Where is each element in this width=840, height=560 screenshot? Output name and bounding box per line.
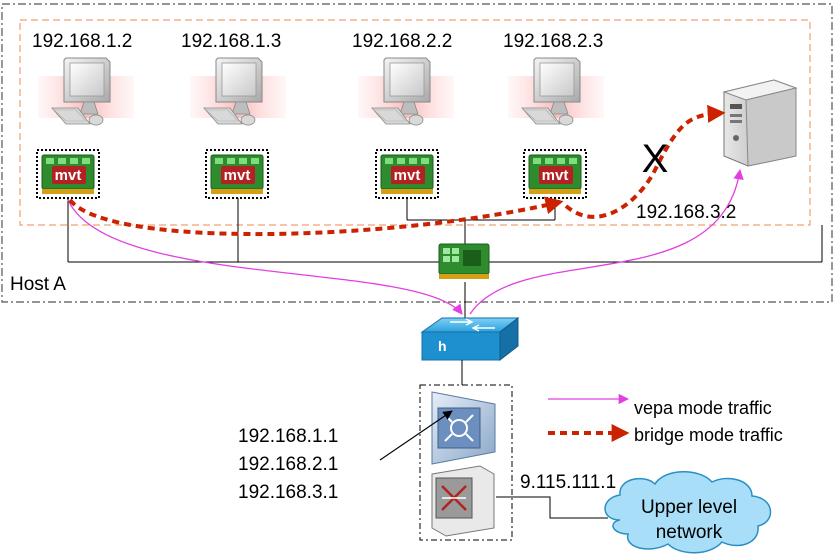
vm-ip-4: 192.168.2.3	[503, 31, 603, 52]
router-ip-1: 192.168.1.1	[238, 426, 338, 447]
blocked-mark: X	[642, 137, 669, 181]
nic-label: mvt	[55, 167, 82, 184]
computer-icon	[357, 57, 455, 126]
upper-network-cloud: Upper level network	[604, 471, 772, 554]
server-ip: 192.168.3.2	[636, 202, 736, 223]
uplink-ip: 9.115.111.1	[520, 472, 616, 493]
computer-icon	[507, 57, 605, 126]
computer-icon	[189, 57, 287, 126]
vepa-traffic-path-out	[67, 199, 463, 315]
switch-label: h	[438, 338, 447, 354]
router-group	[419, 384, 513, 541]
vm-ip-2: 192.168.1.3	[181, 31, 281, 52]
nic-label: mvt	[224, 167, 251, 184]
vm-nic-3: mvt	[375, 149, 439, 199]
nic-label: mvt	[542, 167, 569, 184]
legend: vepa mode traffic bridge mode traffic	[548, 393, 783, 445]
nic-label: mvt	[394, 167, 421, 184]
legend-bridge-label: bridge mode traffic	[634, 425, 783, 445]
computer-icon	[37, 57, 135, 126]
bridge-traffic-path-blocked	[564, 104, 726, 219]
vm-nic-1: mvt	[36, 149, 100, 199]
legend-vepa-label: vepa mode traffic	[634, 398, 772, 418]
vepa-traffic-path-in	[469, 168, 744, 315]
vm-ip-1: 192.168.1.2	[32, 31, 132, 52]
uplink-link	[496, 496, 608, 519]
vm-ip-3: 192.168.2.2	[352, 31, 452, 52]
switch-icon: h	[420, 316, 520, 362]
cloud-label-line1: Upper level	[641, 497, 737, 518]
router-icon	[431, 391, 496, 465]
host-label: Host A	[10, 274, 66, 295]
host-boundary	[1, 3, 833, 303]
physical-nic-icon	[438, 243, 490, 279]
server-icon	[722, 79, 798, 167]
vm-nic-2: mvt	[205, 149, 269, 199]
l3-switch-icon	[431, 465, 495, 537]
bridge-traffic-path	[68, 196, 564, 237]
router-ip-2: 192.168.2.1	[238, 454, 338, 475]
cloud-label-line2: network	[656, 522, 723, 543]
router-ip-pointer	[379, 410, 453, 461]
router-ip-3: 192.168.3.1	[238, 482, 338, 503]
vm-nic-4: mvt	[523, 149, 587, 199]
